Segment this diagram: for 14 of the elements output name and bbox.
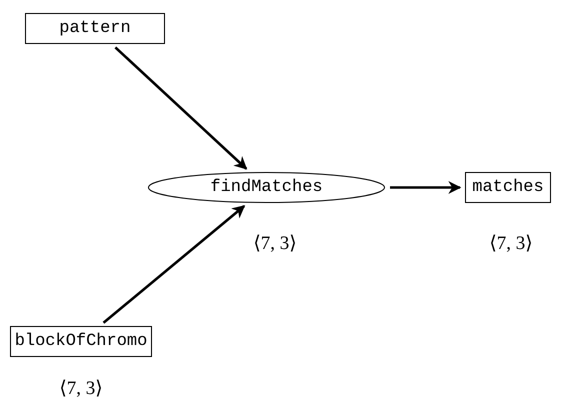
arrow [114,46,248,170]
node-label: findMatches [210,178,323,197]
node-label: blockOfChromo [14,332,148,351]
dimension-label: ⟨7, 3⟩ [59,377,103,400]
node-label: pattern [59,19,131,38]
arrow [102,205,246,324]
data-box [10,326,152,357]
dimension-label: ⟨7, 3⟩ [489,232,533,255]
node-label: matches [472,178,544,197]
dimension-label: ⟨7, 3⟩ [253,232,297,255]
data-box [465,172,551,203]
data-box [25,13,165,44]
process-ellipse [148,172,385,203]
arrow [390,181,462,194]
